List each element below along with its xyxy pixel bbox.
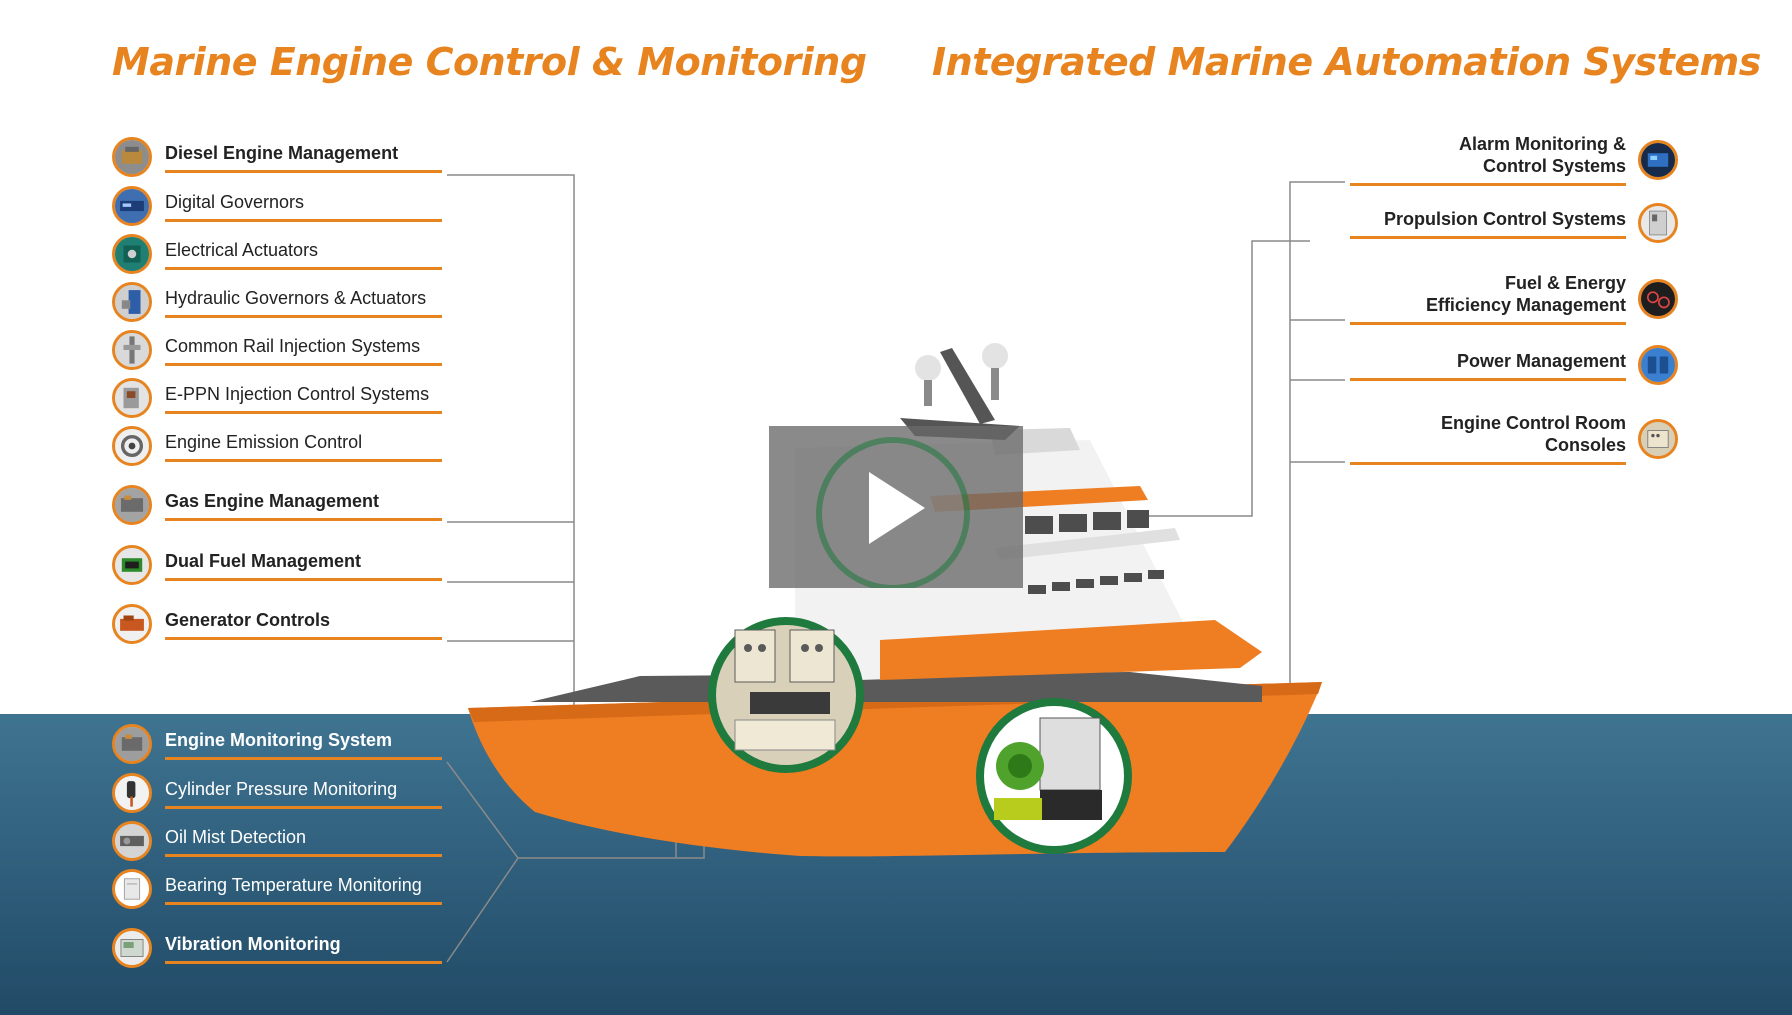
list-item-alarm-monitoring[interactable]: Alarm Monitoring &Control Systems [1278,133,1678,186]
oil-mist-icon [112,821,152,861]
list-item-bearing-temperature[interactable]: Bearing Temperature Monitoring [112,869,452,909]
heading-engine-control: Marine Engine Control & Monitoring [112,40,867,84]
list-item-diesel-engine-management[interactable]: Diesel Engine Management [112,137,452,177]
list-item-label: Oil Mist Detection [165,826,442,857]
list-item-label: Generator Controls [165,609,442,640]
list-item-label: Cylinder Pressure Monitoring [165,778,442,809]
list-item-oil-mist-detection[interactable]: Oil Mist Detection [112,821,452,861]
electrical-actuator-icon [112,234,152,274]
list-item-vibration-monitoring[interactable]: Vibration Monitoring [112,928,452,968]
cylinder-pressure-icon [112,773,152,813]
list-item-electrical-actuators[interactable]: Electrical Actuators [112,234,452,274]
list-item-label: Diesel Engine Management [165,142,442,173]
list-item-cylinder-pressure[interactable]: Cylinder Pressure Monitoring [112,773,452,813]
list-item-dual-fuel-management[interactable]: Dual Fuel Management [112,545,452,585]
marine-engine-photo [976,698,1132,854]
list-item-label: E-PPN Injection Control Systems [165,383,442,414]
list-item-common-rail[interactable]: Common Rail Injection Systems [112,330,452,370]
list-item-label: Gas Engine Management [165,490,442,521]
list-item-propulsion-control[interactable]: Propulsion Control Systems [1278,203,1678,243]
eppn-injection-icon [112,378,152,418]
gas-engine-icon [112,485,152,525]
propulsion-control-icon [1638,203,1678,243]
list-item-engine-monitoring-system[interactable]: Engine Monitoring System [112,724,452,764]
hydraulic-governor-icon [112,282,152,322]
fuel-energy-icon [1638,278,1678,319]
list-item-digital-governors[interactable]: Digital Governors [112,186,452,226]
heading-automation-systems: Integrated Marine Automation Systems [932,40,1761,84]
vibration-icon [112,928,152,968]
list-item-gas-engine-management[interactable]: Gas Engine Management [112,485,452,525]
list-item-power-management[interactable]: Power Management [1278,345,1678,385]
emission-control-icon [112,426,152,466]
list-item-label: Hydraulic Governors & Actuators [165,287,442,318]
list-item-label: Bearing Temperature Monitoring [165,874,442,905]
play-icon [816,437,970,588]
digital-governor-icon [112,186,152,226]
engine-monitoring-icon [112,724,152,764]
control-room-console-photo [708,617,864,773]
list-item-label: Propulsion Control Systems [1350,208,1626,239]
control-room-icon [1638,418,1678,459]
dual-fuel-icon [112,545,152,585]
bearing-temperature-icon [112,869,152,909]
list-item-eppn-injection[interactable]: E-PPN Injection Control Systems [112,378,452,418]
generator-icon [112,604,152,644]
list-item-label: Vibration Monitoring [165,933,442,964]
list-item-label: Electrical Actuators [165,239,442,270]
list-item-label: Dual Fuel Management [165,550,442,581]
video-play-button[interactable] [769,426,1023,588]
list-item-hydraulic-governors[interactable]: Hydraulic Governors & Actuators [112,282,452,322]
list-item-generator-controls[interactable]: Generator Controls [112,604,452,644]
diesel-engine-icon [112,137,152,177]
list-item-emission-control[interactable]: Engine Emission Control [112,426,452,466]
list-item-label: Power Management [1350,350,1626,381]
list-item-label: Engine Monitoring System [165,729,442,760]
alarm-monitoring-icon [1638,139,1678,180]
list-item-label: Alarm Monitoring &Control Systems [1350,133,1626,186]
list-item-label: Engine Emission Control [165,431,442,462]
list-item-label: Digital Governors [165,191,442,222]
power-management-icon [1638,345,1678,385]
list-item-label: Common Rail Injection Systems [165,335,442,366]
common-rail-icon [112,330,152,370]
